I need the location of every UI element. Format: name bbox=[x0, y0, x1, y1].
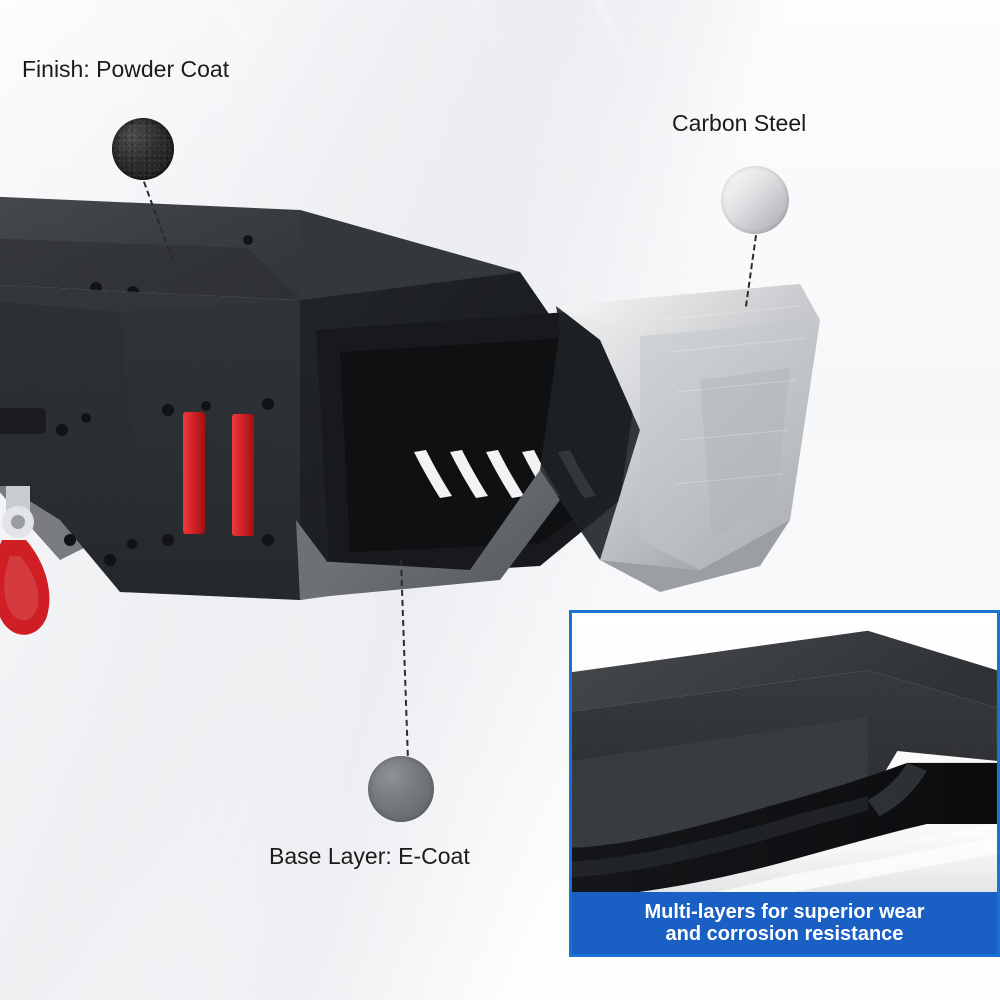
callout-label-base: Base Layer: E-Coat bbox=[269, 843, 470, 869]
callout-label-carbon: Carbon Steel bbox=[672, 110, 807, 136]
e-coat-swatch bbox=[368, 756, 434, 822]
inset-caption-line2: and corrosion resistance bbox=[665, 923, 904, 945]
inset-caption: Multi-layers for superior wear and corro… bbox=[572, 892, 997, 954]
callout-label-finish: Finish: Powder Coat bbox=[22, 56, 230, 82]
inset-caption-line1: Multi-layers for superior wear bbox=[644, 900, 925, 923]
detail-inset-panel: Multi-layers for superior wear and corro… bbox=[569, 610, 1000, 957]
carbon-steel-swatch bbox=[721, 166, 789, 234]
powder-coat-swatch bbox=[112, 118, 174, 180]
